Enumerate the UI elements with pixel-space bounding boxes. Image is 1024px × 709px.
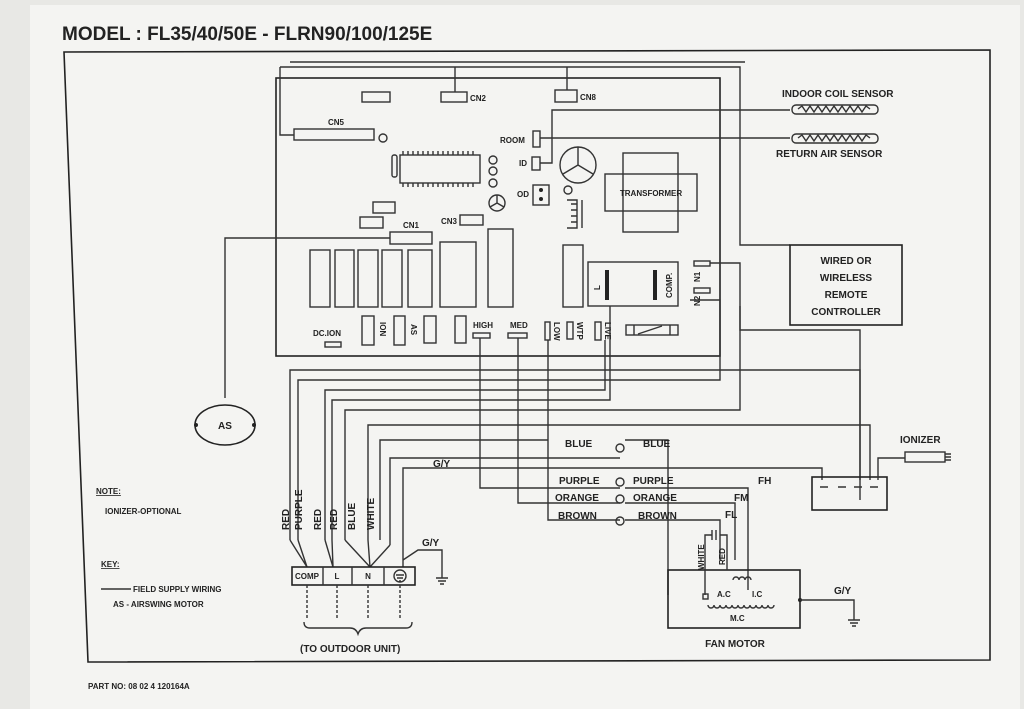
ion-label: ION bbox=[378, 322, 387, 336]
return-air-sensor-label: RETURN AIR SENSOR bbox=[776, 149, 883, 160]
cn3-label: CN3 bbox=[441, 217, 458, 226]
wire-red-3: RED bbox=[329, 509, 340, 530]
airswing-label: AS bbox=[218, 421, 232, 432]
ionizer-box bbox=[811, 476, 888, 511]
part-number: PART NO: 08 02 4 120164A bbox=[88, 682, 190, 691]
terminal-block: COMP L N bbox=[291, 566, 416, 586]
remote-controller-box bbox=[789, 244, 903, 326]
cn8-label: CN8 bbox=[580, 93, 597, 102]
fan-motor-label: FAN MOTOR bbox=[705, 639, 766, 650]
wire-blue-right: BLUE bbox=[643, 439, 671, 450]
room-label: ROOM bbox=[500, 136, 525, 145]
note-heading: NOTE: bbox=[96, 487, 121, 496]
relay-comp-label: COMP. bbox=[665, 273, 674, 298]
key-field-supply: FIELD SUPPLY WIRING bbox=[133, 585, 221, 594]
wire-orange-right: ORANGE bbox=[633, 493, 677, 504]
tap-fm: FM bbox=[734, 493, 748, 504]
ionizer-label: IONIZER bbox=[900, 435, 941, 446]
remote-line-1: WIRED OR bbox=[820, 256, 872, 267]
note-text: IONIZER-OPTIONAL bbox=[105, 507, 182, 516]
fan-mc-label: M.C bbox=[730, 614, 745, 623]
dc-ion-label: DC.ION bbox=[313, 329, 341, 338]
wire-white: WHITE bbox=[366, 497, 377, 530]
med-label: MED bbox=[510, 321, 528, 330]
tap-fl: FL bbox=[725, 510, 737, 521]
key-airswing: AS - AIRSWING MOTOR bbox=[113, 600, 204, 609]
as-label: AS bbox=[409, 324, 418, 336]
remote-line-3: REMOTE bbox=[825, 290, 868, 301]
n1-label: N1 bbox=[693, 271, 702, 282]
wire-blue: BLUE bbox=[347, 502, 358, 530]
cn1-label: CN1 bbox=[403, 221, 420, 230]
transformer-label: TRANSFORMER bbox=[620, 189, 682, 198]
relay-l-label: L bbox=[593, 285, 602, 290]
wire-purple: PURPLE bbox=[294, 489, 305, 530]
wire-purple-left: PURPLE bbox=[559, 476, 600, 487]
wire-orange-left: ORANGE bbox=[555, 493, 599, 504]
od-label: OD bbox=[517, 190, 529, 199]
low-label: LOW bbox=[552, 322, 561, 341]
fan-gy-label: G/Y bbox=[834, 586, 852, 597]
wire-purple-right: PURPLE bbox=[633, 476, 674, 487]
terminal-l: L bbox=[335, 572, 340, 581]
cn5-label: CN5 bbox=[328, 118, 345, 127]
wire-red-1: RED bbox=[281, 509, 292, 530]
id-label: ID bbox=[519, 159, 527, 168]
outer-border bbox=[63, 49, 991, 663]
ground-terminal-icon bbox=[393, 569, 407, 583]
outdoor-unit-label: (TO OUTDOOR UNIT) bbox=[300, 644, 400, 655]
remote-line-4: CONTROLLER bbox=[811, 307, 881, 318]
wire-blue-left: BLUE bbox=[565, 439, 593, 450]
fan-ic-label: I.C bbox=[752, 590, 762, 599]
indoor-coil-sensor bbox=[791, 104, 879, 115]
wire-brown-left: BROWN bbox=[558, 511, 597, 522]
fan-ac-label: A.C bbox=[717, 590, 731, 599]
remote-line-2: WIRELESS bbox=[820, 273, 873, 284]
ground-label: G/Y bbox=[422, 538, 440, 549]
indoor-coil-sensor-label: INDOOR COIL SENSOR bbox=[782, 89, 894, 100]
return-air-sensor bbox=[791, 133, 879, 144]
fan-red-label: RED bbox=[718, 548, 727, 565]
fan-white-label: WHITE bbox=[697, 544, 706, 570]
tap-fh: FH bbox=[758, 476, 771, 487]
cn2-label: CN2 bbox=[470, 94, 487, 103]
pcb: CN2 CN8 CN5 ROOM ID OD TRANSFORMER CN1 C… bbox=[275, 77, 721, 357]
high-label: HIGH bbox=[473, 321, 493, 330]
live-label: LIVE bbox=[603, 322, 612, 340]
wire-connectors bbox=[615, 443, 625, 526]
gy-wire-label: G/Y bbox=[433, 459, 451, 470]
terminal-n: N bbox=[365, 572, 371, 581]
wire-brown-right: BROWN bbox=[638, 511, 677, 522]
wire-red-2: RED bbox=[313, 509, 324, 530]
model-title: MODEL : FL35/40/50E - FLRN90/100/125E bbox=[62, 24, 432, 45]
key-heading: KEY: bbox=[101, 560, 120, 569]
terminal-comp: COMP bbox=[295, 572, 320, 581]
wtp-label: WTP bbox=[575, 322, 584, 340]
